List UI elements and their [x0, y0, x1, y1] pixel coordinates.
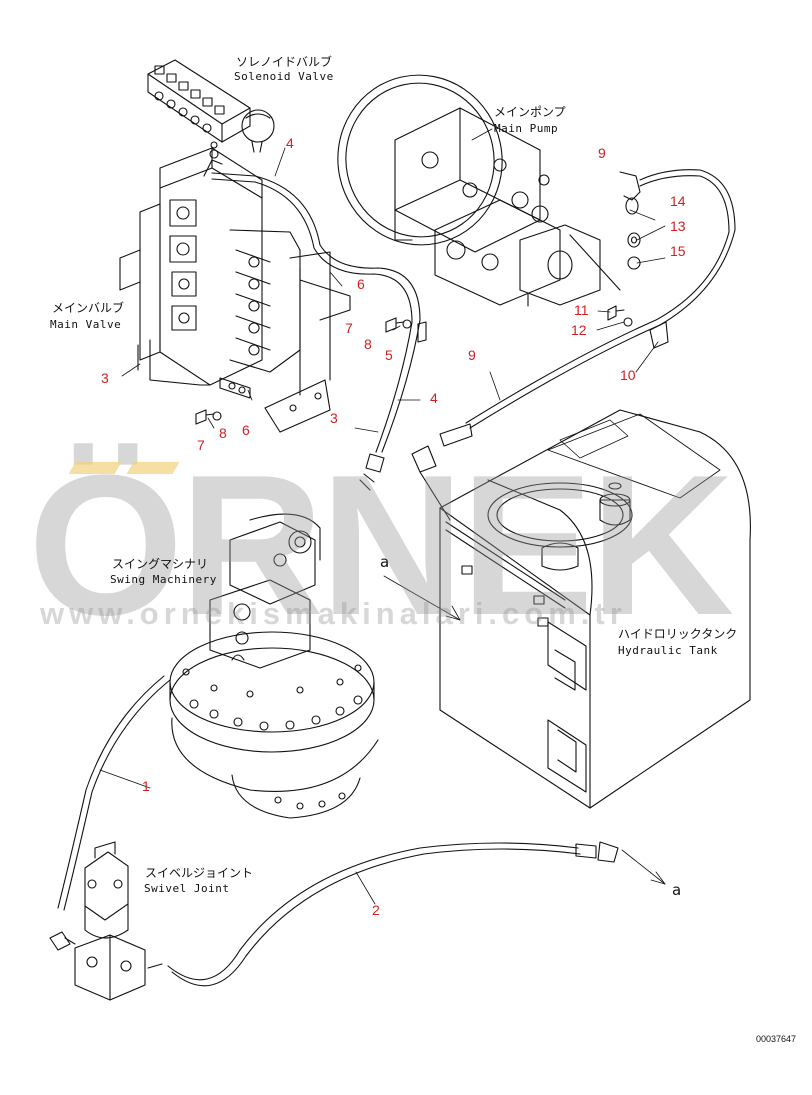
- callout-10: 10: [620, 367, 636, 383]
- view-mark-a: a: [380, 553, 390, 571]
- small-parts-drawing: [195, 197, 641, 425]
- hydraulic-tank-drawing: [439, 409, 751, 809]
- view-mark-a: a: [672, 881, 682, 899]
- watermark-brand: ÖRNEK: [28, 434, 734, 657]
- watermark-accent: [68, 462, 122, 474]
- watermark-accent: [126, 462, 180, 474]
- main-pump-label-en: Main Pump: [494, 122, 559, 135]
- callout-13: 13: [670, 218, 686, 234]
- callout-1: 1: [142, 778, 150, 794]
- callout-6: 6: [242, 422, 250, 438]
- callout-4: 4: [286, 135, 294, 151]
- callout-8: 8: [219, 425, 227, 441]
- callout-9: 9: [468, 347, 476, 363]
- callout-3: 3: [330, 410, 338, 426]
- callout-7: 7: [345, 320, 353, 336]
- callout-7: 7: [197, 437, 205, 453]
- hoses-drawing: [57, 169, 736, 987]
- callout-4: 4: [430, 390, 438, 406]
- swing-machinery-drawing: [169, 513, 379, 819]
- main-valve-label-en: Main Valve: [50, 318, 122, 331]
- swivel-joint-label-jp: スイベルジョイント: [145, 866, 254, 880]
- callout-8: 8: [364, 336, 372, 352]
- callout-3: 3: [101, 370, 109, 386]
- callout-11: 11: [574, 302, 589, 318]
- drawing-number: 00037647: [756, 1034, 797, 1044]
- hydraulic-tank-label-en: Hydraulic Tank: [618, 644, 718, 657]
- swing-machinery-label-jp: スイングマシナリ: [112, 557, 209, 571]
- main-valve-drawing: [119, 141, 301, 399]
- hydraulic-tank-label-jp: ハイドロリックタンク: [618, 627, 738, 641]
- callout-6: 6: [357, 276, 365, 292]
- solenoid-valve-drawing: [147, 59, 275, 153]
- watermark-url: www.ornekismakinalari.com.tr: [40, 596, 627, 631]
- callout-15: 15: [670, 243, 686, 259]
- main-pump-label-jp: メインポンプ: [494, 105, 566, 119]
- swing-machinery-label-en: Swing Machinery: [110, 573, 217, 586]
- solenoid-valve-label-en: Solenoid Valve: [234, 70, 334, 83]
- swivel-joint-label-en: Swivel Joint: [144, 882, 230, 895]
- valve-bracket-drawing: [264, 251, 351, 433]
- callout-2: 2: [372, 902, 380, 918]
- callout-14: 14: [670, 193, 686, 209]
- swivel-joint-drawing: [49, 841, 163, 1001]
- solenoid-valve-label-jp: ソレノイドバルブ: [236, 55, 333, 69]
- callout-5: 5: [385, 347, 393, 363]
- main-pump-drawing: [337, 74, 621, 307]
- main-valve-label-jp: メインバルブ: [52, 301, 125, 315]
- callout-9: 9: [598, 145, 606, 161]
- callout-12: 12: [571, 322, 587, 338]
- leader-lines: [99, 128, 666, 905]
